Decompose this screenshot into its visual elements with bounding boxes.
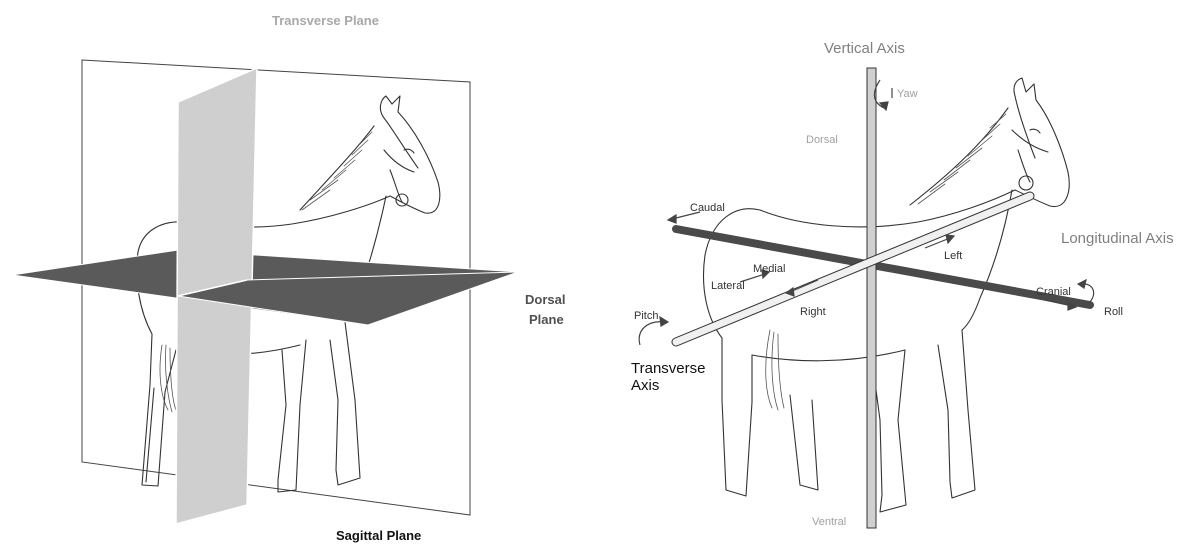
transverse-axis-label-line1: Transverse (631, 360, 705, 377)
longitudinal-axis-label: Longitudinal Axis (1061, 230, 1174, 247)
longitudinal-axis-rod (676, 229, 1090, 305)
pitch-label: Pitch (634, 310, 658, 322)
dorsal-plane-label-line2: Plane (529, 312, 564, 327)
yaw-label: Yaw (897, 88, 918, 100)
dorsal-plane-label-line1: Dorsal (525, 292, 565, 307)
roll-label: Roll (1104, 306, 1123, 318)
left-diagram (12, 60, 518, 524)
lateral-label: Lateral (711, 280, 745, 292)
dorsal-direction-label: Dorsal (806, 134, 838, 146)
left-direction-label: Left (944, 250, 962, 262)
transverse-plane-label: Transverse Plane (272, 13, 379, 28)
transverse-axis-rod (676, 196, 1030, 342)
sagittal-plane-label: Sagittal Plane (336, 528, 421, 543)
ventral-label: Ventral (812, 516, 846, 528)
right-diagram (639, 68, 1093, 528)
vertical-axis-rod (867, 68, 876, 528)
vertical-axis-label: Vertical Axis (824, 40, 905, 57)
medial-label: Medial (753, 263, 785, 275)
transverse-axis-label-line2: Axis (631, 377, 659, 394)
cranial-label: Cranial (1036, 286, 1071, 298)
right-direction-label: Right (800, 306, 826, 318)
caudal-label: Caudal (690, 202, 725, 214)
